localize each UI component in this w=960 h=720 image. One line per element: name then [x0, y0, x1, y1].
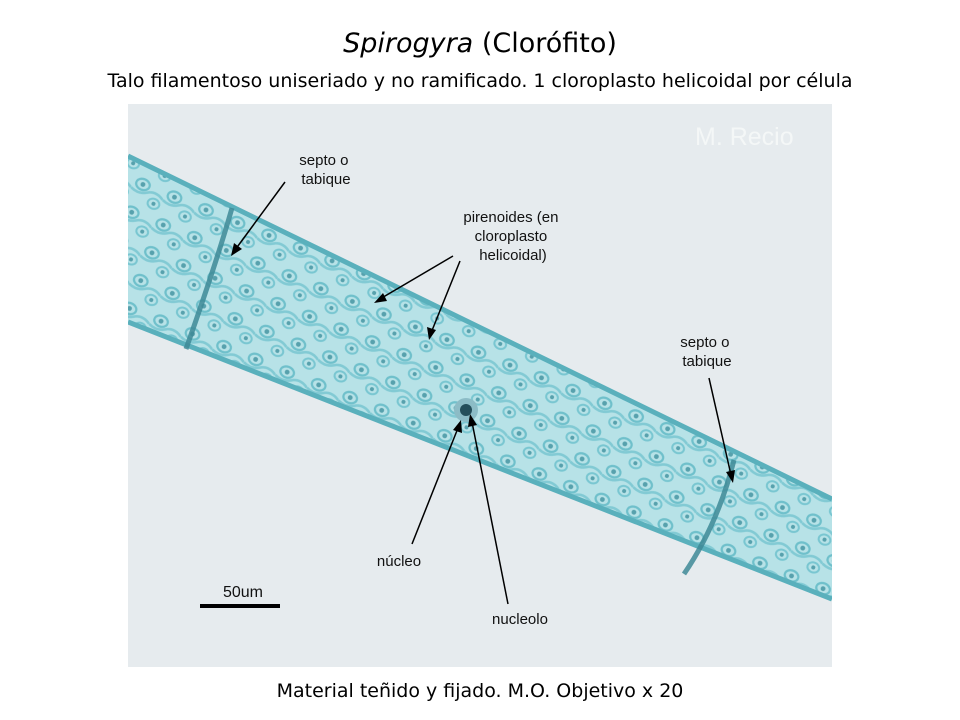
- arrow-septo-right: [708, 377, 732, 476]
- arrowhead-nucleolo: [468, 414, 477, 427]
- arrow-pirenoide-2: [430, 260, 461, 334]
- septum-left: [183, 207, 235, 350]
- micrograph: M. Recio septo o tabique pirenoides (en …: [128, 104, 832, 667]
- label-septo-left: septo o tabique: [299, 152, 352, 188]
- arrow-nucleo: [411, 427, 459, 545]
- arrow-pirenoide-1: [379, 255, 454, 300]
- arrowhead-pirenoide-2: [427, 327, 436, 340]
- subtitle: Talo filamentoso uniseriado y no ramific…: [107, 70, 853, 92]
- arrowhead-septo-right: [726, 470, 735, 483]
- arrow-septo-left: [234, 181, 286, 251]
- arrowhead-pirenoide-1: [374, 293, 387, 303]
- scale-bar-label: 50um: [223, 584, 263, 601]
- page-title: Spirogyra (Clorófito): [0, 26, 960, 62]
- species-name: Spirogyra: [343, 28, 474, 59]
- label-pirenoides: pirenoides (en cloroplasto helicoidal): [463, 209, 562, 264]
- scale-bar: [200, 604, 280, 608]
- watermark: M. Recio: [695, 123, 794, 151]
- filament-wall-top: [128, 153, 832, 502]
- caption: Material teñido y fijado. M.O. Objetivo …: [276, 680, 684, 702]
- nucleolus: [460, 404, 472, 416]
- arrowhead-septo-left: [231, 243, 242, 256]
- arrowhead-nucleo: [453, 420, 462, 433]
- label-nucleo: núcleo: [377, 553, 421, 570]
- label-nucleolo: nucleolo: [492, 611, 548, 628]
- label-septo-right: septo o tabique: [680, 334, 733, 370]
- arrow-nucleolo: [471, 421, 509, 605]
- group-name: (Clorófito): [481, 28, 617, 59]
